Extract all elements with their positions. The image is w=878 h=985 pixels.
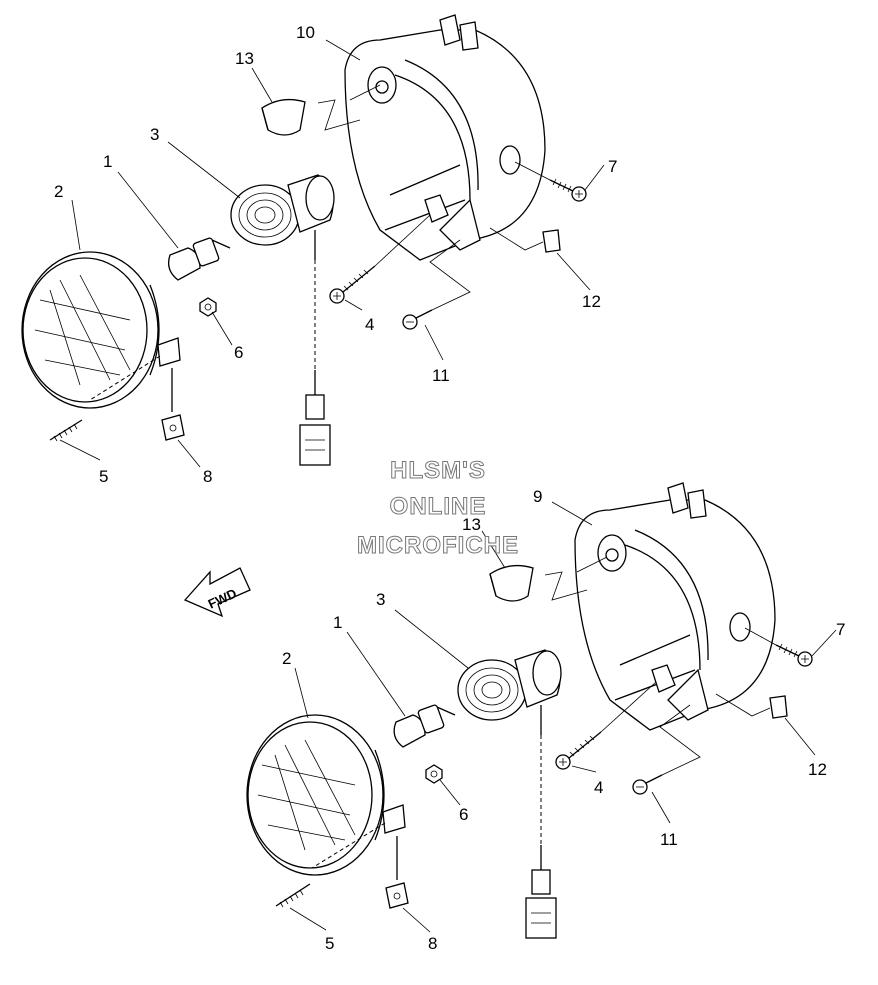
callout-11: 11: [660, 830, 678, 849]
watermark-line-1: HLSM'S: [390, 457, 486, 484]
bulb: [393, 704, 456, 748]
callout-10: 10: [296, 23, 315, 42]
bulb-socket: [230, 174, 335, 395]
wire-connector: [525, 869, 557, 939]
nut: [199, 297, 217, 317]
callout-6: 6: [234, 343, 243, 362]
adjusting-screw: [49, 419, 83, 442]
callout-11: 11: [432, 366, 450, 385]
mounting-screw: [555, 681, 657, 770]
nut: [425, 764, 443, 784]
callout-3: 3: [150, 125, 159, 144]
retaining-clip: [489, 227, 561, 253]
callout-4: 4: [594, 778, 603, 797]
callout-12: 12: [582, 292, 601, 311]
callout-7: 7: [608, 157, 617, 176]
upper-headlight-assembly: 1 2 3 4 5 6 7 8 10 11 12 13: [21, 14, 617, 486]
callout-6: 6: [459, 805, 468, 824]
bulb: [167, 237, 231, 281]
headlight-housing: [544, 482, 776, 731]
callout-5: 5: [99, 467, 108, 486]
callout-13: 13: [462, 515, 481, 534]
callout-1: 1: [103, 152, 112, 171]
callout-leaders: [59, 39, 605, 468]
callout-4: 4: [365, 315, 374, 334]
side-screw: [744, 627, 813, 667]
headlight-lens: [21, 251, 181, 409]
bulb-socket: [457, 649, 562, 870]
callout-8: 8: [203, 467, 212, 486]
callout-13: 13: [235, 49, 254, 68]
forward-direction-arrow: FWD: [183, 567, 251, 618]
callout-2: 2: [54, 182, 63, 201]
wire-connector: [299, 394, 331, 466]
housing-cap: [261, 98, 306, 136]
callout-leaders: [289, 501, 837, 933]
retaining-clip: [715, 693, 788, 719]
clip-nut: [161, 368, 185, 441]
watermark-line-3: MICROFICHE: [357, 532, 519, 559]
headlight-lens: [246, 714, 406, 876]
housing-cap: [489, 564, 534, 602]
callout-5: 5: [325, 934, 334, 953]
callout-8: 8: [428, 934, 437, 953]
mounting-screw: [329, 214, 431, 304]
callout-7: 7: [836, 620, 845, 639]
callout-3: 3: [376, 590, 385, 609]
mounting-screw-short: [402, 239, 471, 330]
watermark: HLSM'S ONLINE MICROFICHE: [357, 457, 519, 560]
mounting-screw-short: [632, 704, 701, 795]
callout-9: 9: [533, 487, 542, 506]
adjusting-screw: [275, 883, 311, 908]
watermark-line-2: ONLINE: [390, 493, 487, 520]
callout-1: 1: [333, 613, 342, 632]
lower-headlight-assembly: 1 2 3 4 5 6 7 8 9 11 12 13: [246, 482, 845, 953]
callout-2: 2: [282, 649, 291, 668]
headlight-housing: [317, 14, 546, 261]
clip-nut: [385, 836, 409, 909]
callout-12: 12: [808, 760, 827, 779]
side-screw: [514, 161, 587, 202]
